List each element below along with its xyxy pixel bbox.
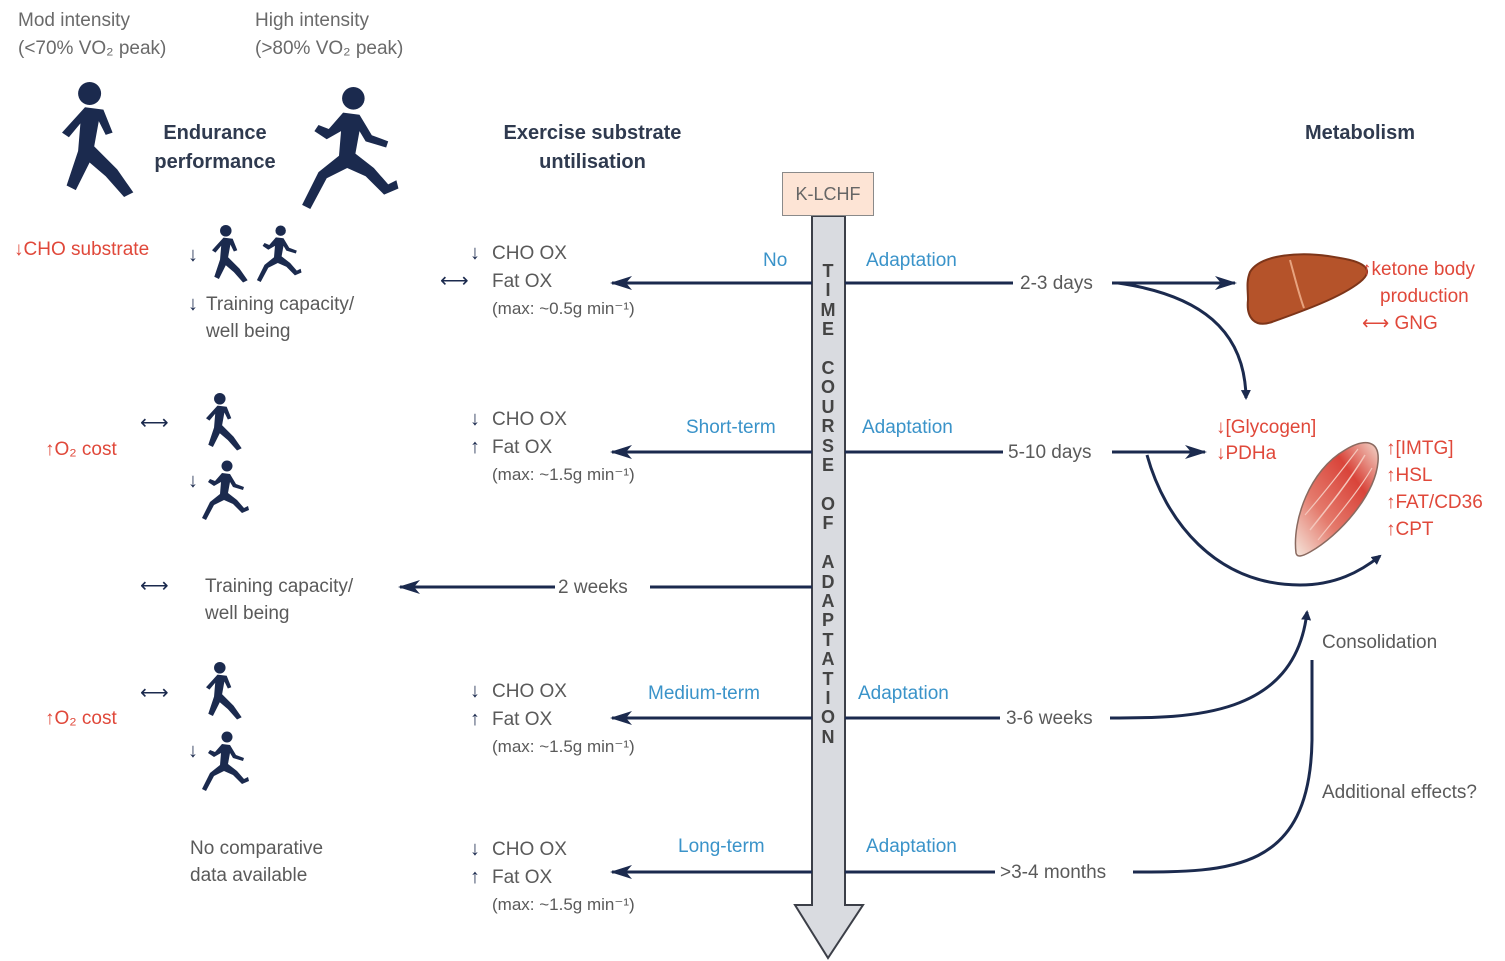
stage1-max: (max: ~0.5g min⁻¹) [492,299,635,318]
stage1-fat-arrow: ⟷ [440,270,469,292]
consolidation-curve [1109,610,1312,720]
imtg-label: ↑[IMTG] [1386,438,1454,459]
stage1-cho-ox: CHO OX [492,243,567,264]
no-data-line2: data available [190,865,308,886]
runner-icon [302,87,399,209]
stage2-left-label: Short-term [686,417,776,438]
o2-cost-down-arrow-2: ↓ [188,740,198,762]
two-weeks-training-line1: Training capacity/ [205,576,354,597]
k-lchf-start-box: K-LCHF [782,172,874,216]
runner-icon [202,731,249,791]
muscle-icon [1294,441,1379,557]
gng-label: ⟷ GNG [1362,313,1438,334]
fat-cd36-label: ↑FAT/CD36 [1386,492,1483,513]
metabolism-arrows [1109,276,1382,874]
no-data-line1: No comparative [190,838,324,859]
runner-icons [62,82,399,791]
high-intensity-vo2: (>80% VO₂ peak) [255,38,404,59]
runner-icon [62,82,134,197]
stage3-max: (max: ~1.5g min⁻¹) [492,737,635,756]
stage2-fat-arrow: ↑ [470,436,480,458]
time-course-axis [793,215,865,960]
pdha-label: ↓PDHa [1216,443,1277,464]
runner-icon [206,393,242,451]
liver-icon [1246,253,1368,325]
runner-icon [256,225,302,282]
stage4-fat-ox: Fat OX [492,867,553,888]
runner-icon [202,460,249,520]
substrate-header-line1: Exercise substrate [503,122,682,144]
stage1-duration: 2-3 days [1020,273,1093,294]
two-weeks-arrow-icon: ⟷ [140,575,169,597]
ketone-line2: production [1380,286,1469,307]
runner-icon [206,662,242,720]
stage1-cho-arrow: ↓ [470,242,480,264]
ketone-line1: ↑ketone body [1362,259,1476,280]
runner-icon [212,225,248,283]
moderate-intensity-vo2: (<70% VO₂ peak) [18,38,167,59]
stage3-cho-arrow: ↓ [470,680,480,702]
stage3-fat-ox: Fat OX [492,709,553,730]
training-down-arrow: ↓ [188,293,198,315]
cpt-label: ↑CPT [1386,519,1434,540]
cho-substrate-label: ↓CHO substrate [14,239,150,260]
stage2-right-label: Adaptation [862,417,953,438]
two-weeks-training-line2: well being [205,603,290,624]
o2-cost-down-arrow-1: ↓ [188,470,198,492]
stage3-left-label: Medium-term [648,683,760,704]
o2-cost-label-1: ↑O₂ cost [45,439,117,460]
stage2-duration: 5-10 days [1008,442,1092,463]
liver-to-muscle-curve [1117,281,1251,400]
stage4-max: (max: ~1.5g min⁻¹) [492,895,635,914]
stage4-cho-arrow: ↓ [470,838,480,860]
o2-cost-both-arrow-2: ⟷ [140,682,169,704]
stage1-right-label: Adaptation [866,250,957,271]
additional-effects-curve [1132,660,1314,874]
o2-cost-label-2: ↑O₂ cost [45,708,117,729]
stage2-cho-ox: CHO OX [492,409,567,430]
muscle-loop-curve [1145,454,1382,587]
o2-cost-both-arrow-1: ⟷ [140,412,169,434]
endurance-header-line2: performance [154,151,276,173]
stage2-cho-arrow: ↓ [470,408,480,430]
two-weeks-duration: 2 weeks [558,577,628,598]
stage3-cho-ox: CHO OX [492,681,567,702]
training-capacity-line1: Training capacity/ [206,294,355,315]
stage3-right-label: Adaptation [858,683,949,704]
timeline-lines [398,276,1013,879]
stage4-duration: >3-4 months [1000,862,1107,883]
runner-down-arrow: ↓ [188,244,198,266]
stage4-left-label: Long-term [678,836,765,857]
metabolism-header: Metabolism [1304,122,1416,144]
stage4-fat-arrow: ↑ [470,866,480,888]
stage3-fat-arrow: ↑ [470,708,480,730]
moderate-intensity-label: Mod intensity [18,10,130,31]
stage2-max: (max: ~1.5g min⁻¹) [492,465,635,484]
substrate-header-line2: untilisation [539,151,646,173]
high-intensity-label: High intensity [255,10,370,31]
stage2-fat-ox: Fat OX [492,437,553,458]
stage4-right-label: Adaptation [866,836,957,857]
hsl-label: ↑HSL [1386,465,1433,486]
training-capacity-line2: well being [206,321,291,342]
stage4-cho-ox: CHO OX [492,839,567,860]
consolidation-label: Consolidation [1322,632,1438,653]
additional-effects-label: Additional effects? [1322,782,1477,803]
stage1-fat-ox: Fat OX [492,271,553,292]
glycogen-label: ↓[Glycogen] [1216,417,1317,438]
stage3-duration: 3-6 weeks [1006,708,1093,729]
endurance-header-line1: Endurance [163,122,267,144]
stage1-left-label: No [763,250,788,271]
